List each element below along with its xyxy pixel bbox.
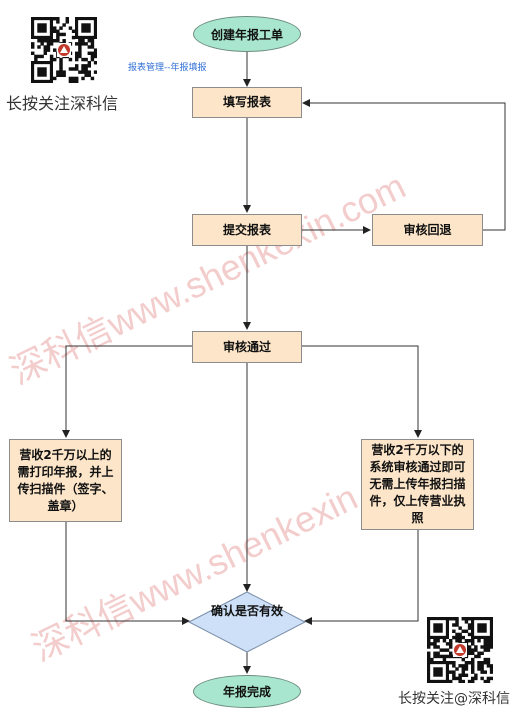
edge-pass-below — [301, 345, 422, 438]
review-back-node: 审核回退 — [372, 214, 483, 246]
fill-report-node: 填写报表 — [192, 87, 302, 118]
review-back-label: 审核回退 — [403, 222, 452, 237]
end-node-label: 年报完成 — [222, 685, 271, 699]
below-20m-node: 营收2千万以下的系统审核通过即可无需上传年报扫描件，仅上传营业执照 — [361, 439, 474, 530]
edge-above-confirm — [65, 522, 190, 625]
submit-report-node: 提交报表 — [192, 214, 302, 246]
review-pass-label: 审核通过 — [222, 339, 271, 354]
qr-bottom-caption: 长按关注@深科信 — [398, 691, 510, 707]
review-pass-node: 审核通过 — [192, 331, 302, 363]
end-node: 年报完成 — [193, 675, 301, 708]
start-node-label: 创建年报工单 — [210, 27, 283, 42]
edge-below-confirm — [304, 530, 419, 625]
qr-top-caption: 长按关注深科信 — [6, 94, 119, 113]
edge-back-fill — [302, 99, 506, 231]
edge-pass-above — [62, 345, 193, 438]
qr-code-top — [31, 17, 97, 83]
submit-report-label: 提交报表 — [222, 222, 271, 237]
fill-report-label: 填写报表 — [222, 95, 271, 109]
decision-diamond-shape — [187, 591, 307, 653]
menu-path-label: 报表管理--年报填报 — [128, 63, 207, 73]
start-node: 创建年报工单 — [193, 16, 301, 52]
above-20m-label: 营收2千万以上的需打印年报，并上传扫描件（签字、盖章） — [17, 447, 114, 513]
above-20m-node: 营收2千万以上的需打印年报，并上传扫描件（签字、盖章） — [9, 439, 122, 522]
qr-code-bottom — [427, 617, 493, 683]
below-20m-label: 营收2千万以下的系统审核通过即可无需上传年报扫描件，仅上传营业执照 — [369, 443, 466, 525]
confirm-valid-label: 确认是否有效 — [210, 604, 283, 618]
